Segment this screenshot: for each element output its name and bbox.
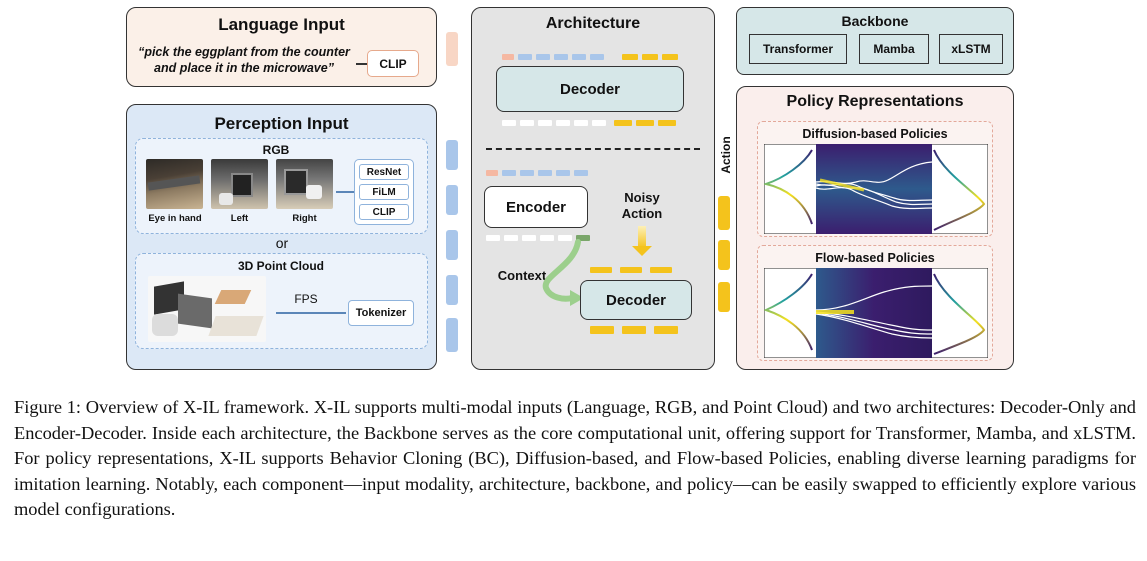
diffusion-policy-title: Diffusion-based Policies — [802, 127, 948, 141]
language-input-panel: Language Input “pick the eggplant from t… — [126, 7, 437, 87]
flow-policy-title: Flow-based Policies — [815, 251, 935, 265]
flow-density-plot — [764, 268, 988, 358]
rgb-encoder-stack: ResNet FiLM CLIP — [354, 159, 414, 225]
pointcloud-token-connector-1 — [446, 275, 458, 305]
fps-arrow — [276, 312, 346, 314]
architecture-panel: Architecture Decoder Encoder Noisy Actio… — [471, 7, 715, 370]
clip-rgb-encoder: CLIP — [359, 204, 409, 220]
diffusion-density-plot — [764, 144, 988, 234]
noisy-action-text: Noisy Action — [621, 190, 663, 221]
action-connector-1 — [718, 196, 730, 230]
backbone-title: Backbone — [841, 13, 909, 29]
perception-input-panel: Perception Input RGB Eye in hand Left Ri… — [126, 104, 437, 370]
camera-label-right: Right — [292, 213, 317, 224]
fps-label: FPS — [294, 292, 318, 306]
language-instruction-line2: and place it in the microwave” — [154, 61, 334, 75]
rgb-token-connector-3 — [446, 230, 458, 260]
context-label: Context — [497, 268, 547, 283]
backbone-xlstm: xLSTM — [939, 34, 1003, 64]
language-arrow — [356, 63, 367, 65]
action-connector-3 — [718, 282, 730, 312]
pointcloud-token-connector-2 — [446, 318, 458, 352]
policy-title: Policy Representations — [786, 93, 964, 110]
policy-panel: Policy Representations Diffusion-based P… — [736, 86, 1014, 370]
rgb-title: RGB — [262, 143, 290, 157]
left-camera-image — [211, 159, 268, 209]
right-camera-image — [276, 159, 333, 209]
pointcloud-title: 3D Point Cloud — [238, 259, 324, 273]
context-arrow — [542, 239, 584, 306]
encoder-box: Encoder — [484, 186, 588, 228]
language-token-connector — [446, 32, 458, 66]
resnet-encoder: ResNet — [359, 164, 409, 180]
language-instruction-line1: “pick the eggplant from the counter — [138, 45, 350, 59]
rgb-arrow — [336, 191, 354, 193]
action-connector-2 — [718, 240, 730, 270]
rgb-token-connector-1 — [446, 140, 458, 170]
rgb-token-connector-2 — [446, 185, 458, 215]
or-label: or — [275, 235, 289, 251]
backbone-mamba: Mamba — [859, 34, 929, 64]
language-input-title: Language Input — [218, 15, 345, 34]
figure-caption: Figure 1: Overview of X-IL framework. X-… — [14, 397, 1136, 519]
diffusion-policy-group: Diffusion-based Policies — [757, 121, 993, 237]
flow-policy-group: Flow-based Policies — [757, 245, 993, 361]
backbone-panel: Backbone Transformer Mamba xLSTM — [736, 7, 1014, 75]
rgb-group: RGB Eye in hand Left Right ResNet FiLM C… — [135, 138, 428, 234]
encoder-decoder-box: Decoder — [580, 280, 692, 320]
perception-input-title: Perception Input — [214, 114, 349, 133]
architecture-title: Architecture — [545, 15, 641, 32]
eye-in-hand-image — [146, 159, 203, 209]
noisy-action-label: Noisy Action — [610, 190, 674, 222]
film-encoder: FiLM — [359, 184, 409, 200]
decoder-only-box: Decoder — [496, 66, 684, 112]
camera-label-eye-in-hand: Eye in hand — [148, 213, 202, 224]
action-label: Action — [719, 136, 733, 174]
pointcloud-image — [148, 276, 266, 342]
backbone-transformer: Transformer — [749, 34, 847, 64]
camera-label-left: Left — [230, 213, 249, 224]
noisy-action-arrow — [638, 226, 646, 248]
architecture-separator — [486, 148, 700, 150]
clip-language-encoder: CLIP — [367, 50, 419, 77]
pointcloud-group: 3D Point Cloud FPS Tokenizer — [135, 253, 428, 349]
tokenizer-box: Tokenizer — [348, 300, 414, 326]
